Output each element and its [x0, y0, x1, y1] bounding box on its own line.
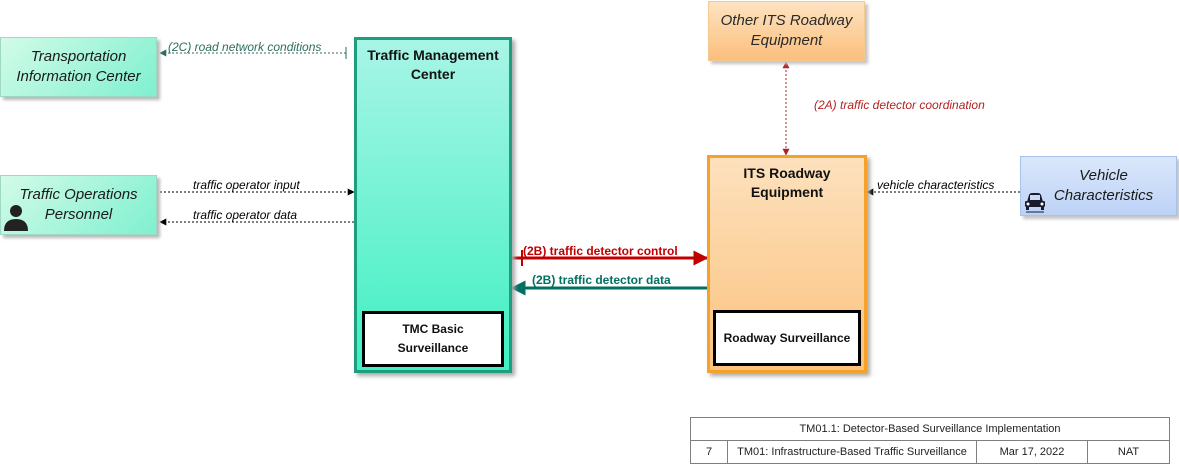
- flow-operator-input-label: traffic operator input: [193, 178, 300, 192]
- other-its-roadway-equipment-label: Other ITS Roadway Equipment: [720, 12, 853, 49]
- service-package-title: TM01.1: Detector-Based Surveillance Impl…: [690, 417, 1170, 441]
- flow-detector-coordination-label: (2A) traffic detector coordination: [814, 98, 985, 112]
- traffic-management-center-node[interactable]: Traffic Management Center TMC Basic Surv…: [354, 37, 512, 373]
- vehicle-characteristics-label: Vehicle Characteristics: [1053, 167, 1154, 204]
- transportation-information-center-node[interactable]: Transportation Information Center: [0, 37, 157, 97]
- its-roadway-equipment-title: ITS Roadway Equipment: [743, 165, 831, 200]
- roadway-surveillance-label: Roadway Surveillance: [723, 330, 851, 345]
- traffic-operations-personnel-node[interactable]: Traffic Operations Personnel: [0, 175, 157, 235]
- transportation-information-center-label: Transportation Information Center: [16, 48, 141, 85]
- vehicle-icon: [1025, 193, 1045, 213]
- tmc-basic-surveillance-label: TMC Basic Surveillance: [397, 322, 469, 355]
- flow-operator-data-label: traffic operator data: [193, 208, 298, 222]
- diagram-number: 7: [690, 440, 728, 464]
- tmc-basic-surveillance-object[interactable]: TMC Basic Surveillance: [362, 311, 504, 367]
- roadway-surveillance-object[interactable]: Roadway Surveillance: [713, 310, 861, 366]
- traffic-management-center-title: Traffic Management Center: [367, 47, 499, 82]
- traffic-operations-personnel-label: Traffic Operations Personnel: [19, 186, 138, 223]
- flow-road-network-label: (2C) road network conditions: [168, 40, 322, 54]
- its-roadway-equipment-node[interactable]: ITS Roadway Equipment Roadway Surveillan…: [707, 155, 867, 373]
- flow-detector-data-label: (2B) traffic detector data: [532, 273, 671, 287]
- other-its-roadway-equipment-node[interactable]: Other ITS Roadway Equipment: [708, 1, 865, 61]
- diagram-scope: NAT: [1087, 440, 1170, 464]
- flow-vehicle-characteristics-label: vehicle characteristics: [877, 178, 995, 192]
- person-icon: [4, 205, 28, 231]
- diagram-info-table: TM01.1: Detector-Based Surveillance Impl…: [690, 417, 1170, 464]
- diagram-date: Mar 17, 2022: [976, 440, 1088, 464]
- vehicle-characteristics-node[interactable]: Vehicle Characteristics: [1020, 156, 1177, 216]
- service-package-name: TM01: Infrastructure-Based Traffic Surve…: [727, 440, 977, 464]
- flow-detector-control-label: (2B) traffic detector control: [523, 244, 678, 258]
